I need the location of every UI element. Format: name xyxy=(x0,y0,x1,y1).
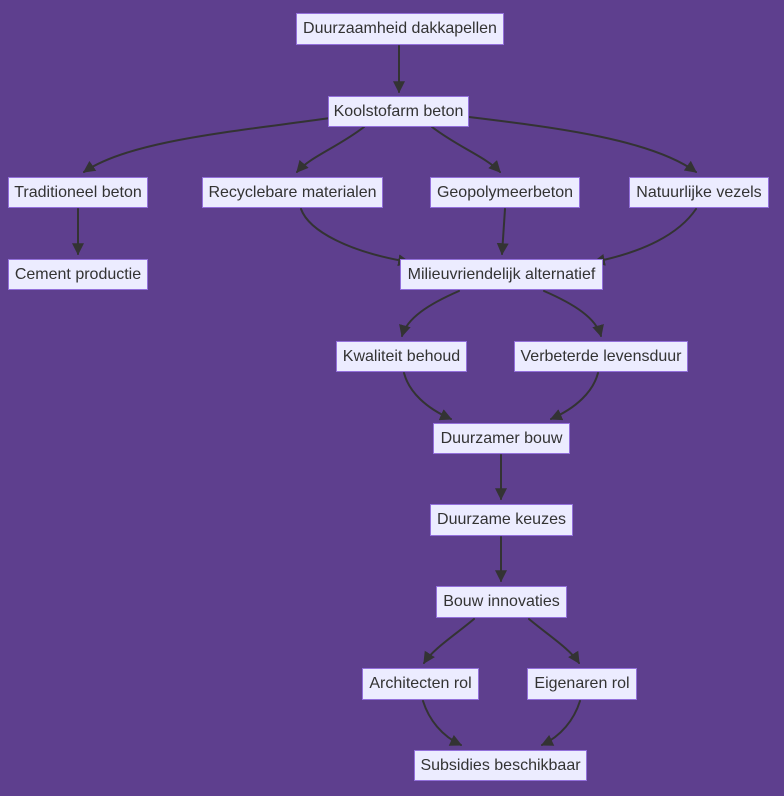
edge-natuurlijke-to-milieu xyxy=(592,208,697,266)
edge-milieu-to-kwaliteit xyxy=(399,290,460,338)
node-eigenaren-rol: Eigenaren rol xyxy=(527,668,637,700)
node-natuurlijke-vezels: Natuurlijke vezels xyxy=(629,177,769,208)
node-subsidies-beschikbaar: Subsidies beschikbaar xyxy=(414,750,587,781)
node-milieuvriendelijk-alternatief: Milieuvriendelijk alternatief xyxy=(400,259,603,290)
node-traditioneel-beton: Traditioneel beton xyxy=(8,177,148,208)
node-kwaliteit-behoud: Kwaliteit behoud xyxy=(336,341,467,372)
node-geopolymeerbeton: Geopolymeerbeton xyxy=(430,177,580,208)
node-cement-productie: Cement productie xyxy=(8,259,148,290)
edge-koolstofarm-to-recyclebare xyxy=(296,126,365,173)
edge-eigenaren-to-subsidies xyxy=(540,700,581,746)
node-duurzame-keuzes: Duurzame keuzes xyxy=(430,504,573,536)
node-duurzaamheid-dakkapellen: Duurzaamheid dakkapellen xyxy=(296,13,504,45)
edge-geopolymeer-to-milieu xyxy=(496,208,509,256)
edge-innovaties-to-eigenaren xyxy=(528,618,580,665)
node-architecten-rol: Architecten rol xyxy=(362,668,479,700)
edge-koolstofarm-to-natuurlijke xyxy=(468,116,697,173)
node-recyclebare-materialen: Recyclebare materialen xyxy=(202,177,383,208)
edge-verbeterde-to-duurzamer xyxy=(549,372,599,421)
node-bouw-innovaties: Bouw innovaties xyxy=(436,586,567,618)
node-verbeterde-levensduur: Verbeterde levensduur xyxy=(514,341,688,372)
node-koolstofarm-beton: Koolstofarm beton xyxy=(328,96,469,127)
edge-innovaties-to-architecten xyxy=(423,618,475,665)
edge-architecten-to-subsidies xyxy=(422,700,463,746)
edge-milieu-to-verbeterde xyxy=(543,290,604,338)
edge-koolstofarm-to-geopolymeer xyxy=(431,126,501,173)
edge-kwaliteit-to-duurzamer xyxy=(403,372,453,421)
edge-koolstofarm-to-traditioneel xyxy=(83,117,331,173)
edge-recyclebare-to-milieu xyxy=(300,208,411,267)
node-duurzamer-bouw: Duurzamer bouw xyxy=(433,423,570,454)
